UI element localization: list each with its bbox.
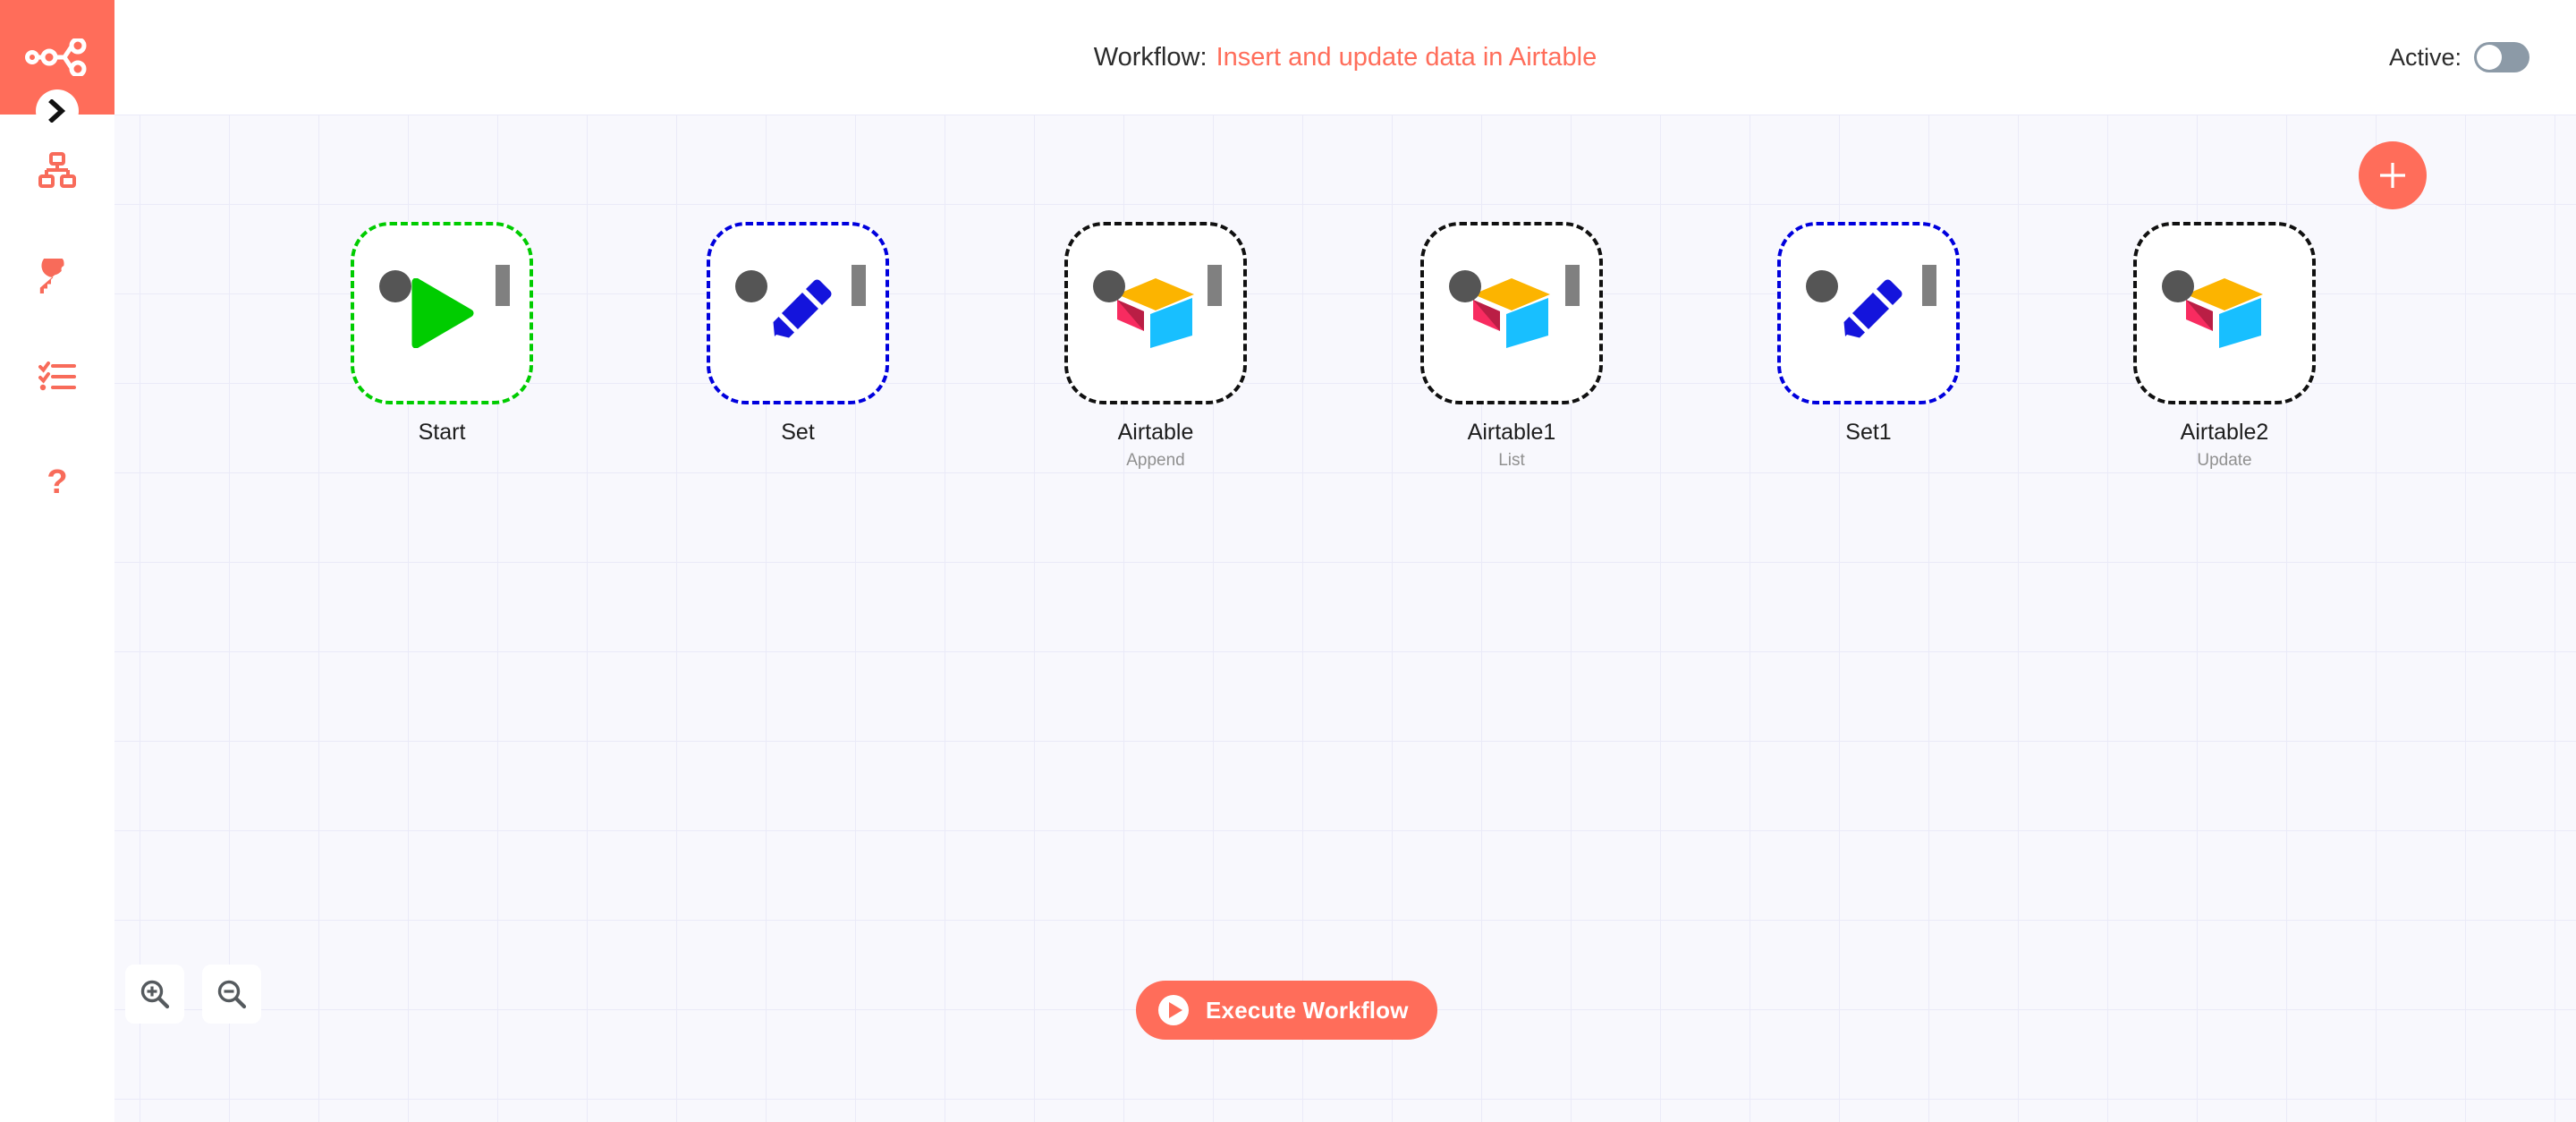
endpoint-output-airtable[interactable] [1093, 270, 1125, 302]
node-name-airtable: Airtable [1117, 420, 1194, 445]
node-label-set1: Set1 [1707, 417, 2029, 447]
airtable-cube-icon [2182, 275, 2267, 352]
sidebar-item-workflows[interactable] [0, 139, 114, 201]
node-name-start: Start [418, 420, 466, 445]
plus-icon [2376, 158, 2410, 192]
node-set[interactable] [707, 222, 889, 404]
node-airtable1[interactable] [1420, 222, 1603, 404]
endpoint-input-airtable[interactable] [852, 265, 866, 306]
endpoint-output-set1[interactable] [1806, 270, 1838, 302]
endpoint-output-set[interactable] [735, 270, 767, 302]
node-set1[interactable] [1777, 222, 1960, 404]
checklist-icon [38, 361, 76, 391]
toggle-knob [2477, 45, 2502, 70]
node-label-start: Start [281, 417, 603, 447]
endpoint-output-start[interactable] [379, 270, 411, 302]
node-airtable[interactable] [1064, 222, 1247, 404]
execute-workflow-label: Execute Workflow [1206, 996, 1409, 1024]
zoom-in-icon [139, 978, 171, 1010]
airtable-cube-icon [1470, 275, 1554, 352]
sidebar-item-executions[interactable] [0, 344, 114, 407]
zoom-out-button[interactable] [202, 965, 261, 1024]
play-circle-icon [1156, 992, 1191, 1028]
svg-text:?: ? [47, 463, 67, 501]
node-name-airtable1: Airtable1 [1467, 420, 1556, 445]
sidebar-collapse-button[interactable] [36, 89, 79, 132]
node-subtitle-airtable: Append [1126, 451, 1185, 470]
endpoint-output-airtable1[interactable] [1449, 270, 1481, 302]
chevron-right-icon [47, 99, 67, 123]
workflow-canvas[interactable]: Start Set [114, 115, 2576, 1122]
header-bar: Workflow: Insert and update data in Airt… [114, 0, 2576, 115]
node-start[interactable] [351, 222, 533, 404]
question-mark-icon: ? [43, 463, 72, 503]
sidebar-item-credentials[interactable] [0, 246, 114, 309]
sidebar: ? [0, 0, 114, 1122]
pencil-icon [1833, 277, 1904, 349]
sitemap-icon [38, 152, 76, 188]
endpoint-input-airtable1[interactable] [1208, 265, 1222, 306]
node-name-set: Set [781, 420, 815, 445]
endpoint-input-airtable2[interactable] [1922, 265, 1936, 306]
sidebar-item-help[interactable]: ? [0, 452, 114, 514]
node-label-airtable: Airtable Append [995, 417, 1317, 474]
execute-workflow-button[interactable]: Execute Workflow [1136, 981, 1437, 1040]
node-label-airtable2: Airtable2 Update [2063, 417, 2385, 474]
active-toggle[interactable] [2474, 42, 2529, 72]
node-name-airtable2: Airtable2 [2180, 420, 2269, 445]
active-toggle-group: Active: [2389, 0, 2529, 115]
airtable-cube-icon [1114, 275, 1198, 352]
node-name-set1: Set1 [1845, 420, 1892, 445]
endpoint-input-set1[interactable] [1565, 265, 1580, 306]
active-label: Active: [2388, 43, 2462, 71]
workflow-title: Workflow: Insert and update data in Airt… [114, 0, 2576, 115]
node-subtitle-airtable2: Update [2197, 451, 2252, 470]
pencil-icon [762, 277, 834, 349]
node-subtitle-airtable1: List [1498, 451, 1525, 470]
zoom-in-button[interactable] [125, 965, 184, 1024]
endpoint-output-airtable2[interactable] [2162, 270, 2194, 302]
node-label-set: Set [637, 417, 959, 447]
endpoint-input-set[interactable] [496, 265, 510, 306]
workflow-name[interactable]: Insert and update data in Airtable [1216, 42, 1597, 72]
n8n-logo-icon [25, 38, 89, 76]
key-icon [38, 259, 76, 296]
play-triangle-icon [409, 278, 475, 348]
node-airtable2[interactable] [2133, 222, 2316, 404]
add-node-button[interactable] [2359, 141, 2427, 209]
node-label-airtable1: Airtable1 List [1351, 417, 1673, 474]
zoom-out-icon [216, 978, 248, 1010]
workflow-label: Workflow: [1093, 42, 1208, 72]
